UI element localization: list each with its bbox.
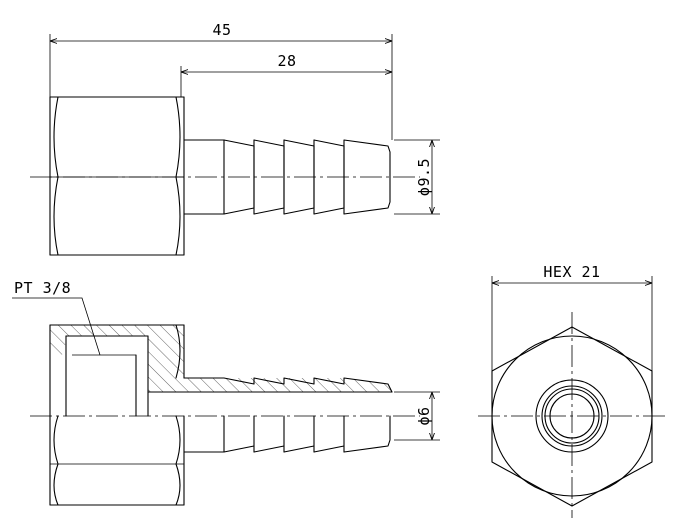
top-view: 45 28 ϕ9.5: [30, 21, 440, 256]
hex-nut-body: [53, 96, 181, 256]
dim-hose-length: 28: [277, 52, 296, 70]
thread-spec-label: PT 3/8: [14, 279, 71, 297]
dim-bore-diameter: ϕ6: [415, 406, 433, 425]
dim-overall-length: 45: [212, 21, 231, 39]
section-view: ϕ6 PT 3/8: [12, 279, 440, 506]
thread-leader: [12, 297, 101, 356]
section-hatch: [50, 325, 392, 392]
dim-hose-diameter: ϕ9.5: [415, 158, 433, 196]
dim-hex-size: HEX 21: [543, 263, 600, 281]
barbs-bottom: [223, 415, 391, 453]
end-view: HEX 21: [478, 263, 668, 518]
